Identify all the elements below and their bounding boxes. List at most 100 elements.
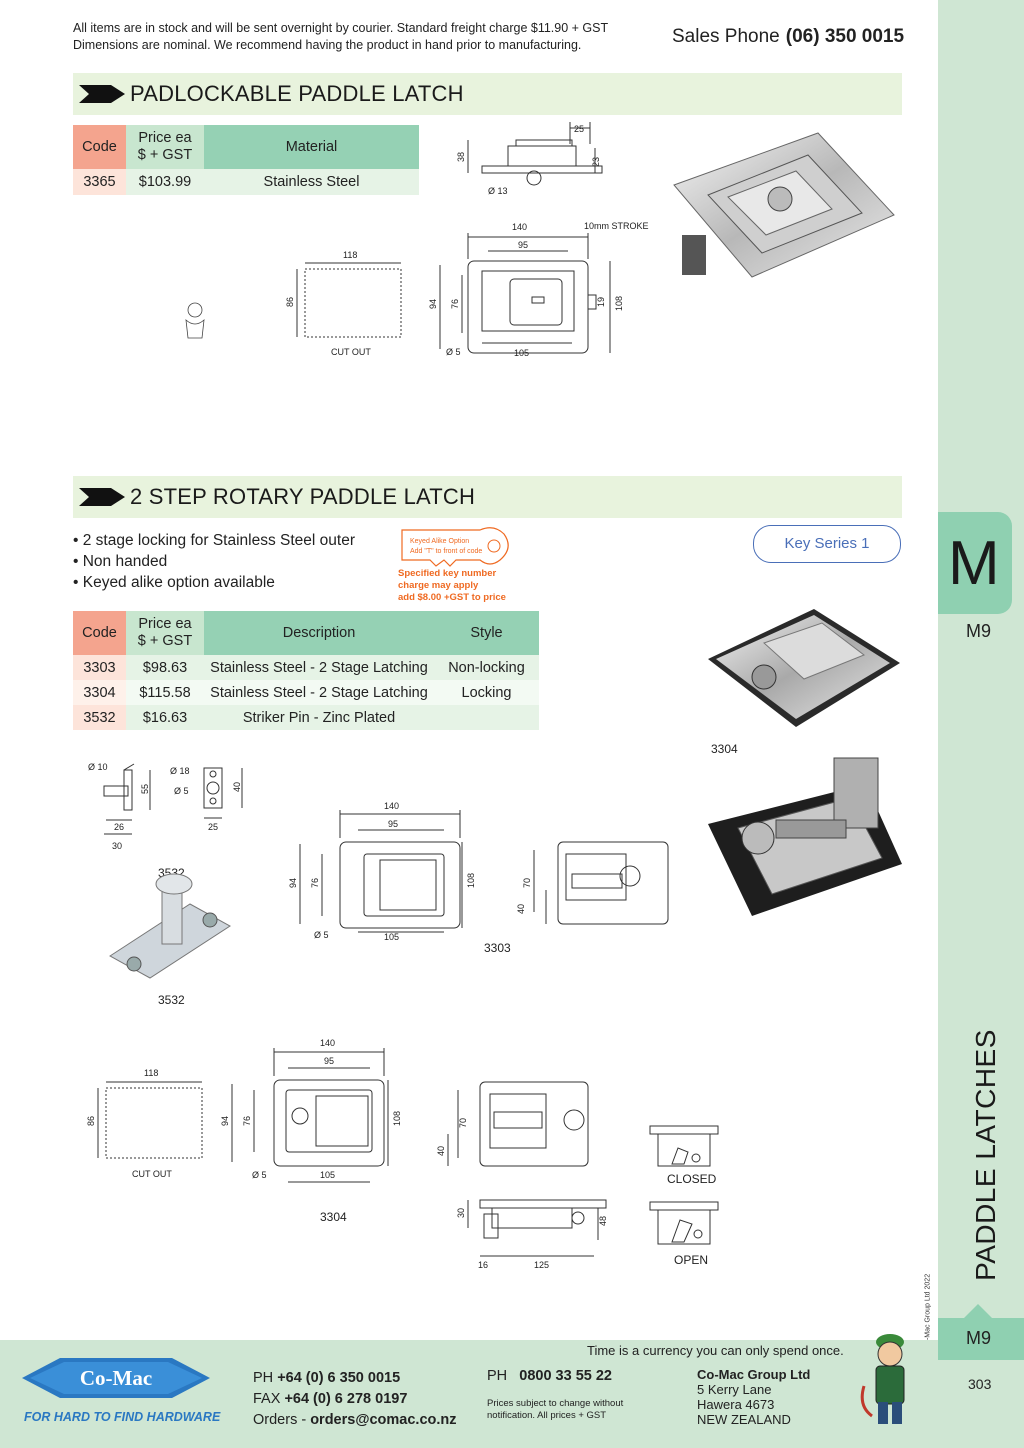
svg-text:Ø 5: Ø 5 [174, 786, 189, 796]
svg-text:76: 76 [450, 299, 460, 309]
svg-text:125: 125 [534, 1260, 549, 1270]
table-row[interactable]: 3365 $103.99 Stainless Steel [73, 169, 419, 195]
col-code: Code [73, 125, 126, 169]
svg-text:16: 16 [478, 1260, 488, 1270]
col-style: Style [434, 611, 539, 655]
svg-text:Co-Mac: Co-Mac [80, 1366, 152, 1390]
sales-phone[interactable]: Sales Phone(06) 350 0015 [672, 26, 904, 48]
svg-text:Keyed Alike Option: Keyed Alike Option [410, 538, 469, 545]
open-state-drawing [649, 1201, 719, 1245]
key-note: Specified key number charge may apply ad… [398, 568, 506, 603]
row-code: 3365 [73, 169, 126, 195]
cutout-drawing-1: 118 86 CUT OUT [285, 250, 402, 357]
section1-title-band: PADLOCKABLE PADDLE LATCH [73, 73, 902, 115]
svg-text:Ø 5: Ø 5 [446, 347, 461, 357]
svg-text:94: 94 [220, 1116, 230, 1126]
col-material: Material [204, 125, 419, 169]
svg-text:94: 94 [428, 299, 438, 309]
svg-text:CUT OUT: CUT OUT [331, 347, 371, 357]
svg-text:Ø 13: Ø 13 [488, 186, 508, 196]
table-row[interactable]: 3532 $16.63 Striker Pin - Zinc Plated [73, 705, 539, 730]
rotary-latch-rear-photo [708, 757, 902, 916]
svg-text:40: 40 [436, 1146, 446, 1156]
small-mark-icon [185, 302, 205, 339]
key-tag-icon: Keyed Alike Option Add "T" to front of c… [401, 527, 509, 567]
svg-text:38: 38 [456, 152, 466, 162]
comac-logo[interactable]: Co-Mac [22, 1352, 210, 1408]
svg-text:40: 40 [516, 904, 526, 914]
key-series-button[interactable]: Key Series 1 [753, 525, 901, 563]
svg-text:118: 118 [343, 250, 357, 260]
svg-text:Add "T" to front of code: Add "T" to front of code [410, 548, 482, 555]
svg-text:86: 86 [285, 297, 295, 307]
caption-closed: CLOSED [667, 1172, 717, 1186]
front-view-drawing-3303: 140 95 94 76 108 Ø 5 105 [288, 801, 476, 942]
striker-pin-photo [109, 873, 231, 979]
svg-text:95: 95 [324, 1056, 334, 1066]
svg-text:25: 25 [208, 822, 218, 832]
svg-text:Ø 10: Ø 10 [88, 762, 108, 772]
sales-label: Sales Phone [672, 26, 780, 47]
footer-quote: Time is a currency you can only spend on… [587, 1343, 844, 1358]
sidebar [938, 0, 1024, 1340]
svg-text:26: 26 [114, 822, 124, 832]
sales-number[interactable]: (06) 350 0015 [785, 26, 905, 47]
table-row[interactable]: 3304 $115.58 Stainless Steel - 2 Stage L… [73, 680, 539, 705]
svg-text:86: 86 [86, 1116, 96, 1126]
logo-tagline: FOR HARD TO FIND HARDWARE [24, 1410, 221, 1424]
rotary-latch-photo-3304 [708, 609, 900, 727]
caption-open: OPEN [674, 1253, 709, 1267]
feature-list: • 2 stage locking for Stainless Steel ou… [73, 530, 355, 593]
svg-text:95: 95 [518, 240, 528, 250]
svg-text:118: 118 [144, 1068, 158, 1078]
section1-price-table: Code Price ea$ + GST Material 3365 $103.… [73, 125, 419, 195]
svg-text:108: 108 [392, 1111, 402, 1126]
list-item: • Non handed [73, 553, 168, 570]
col-description: Description [204, 611, 434, 655]
section-letter: M [948, 529, 1000, 598]
table-row[interactable]: 3303 $98.63 Stainless Steel - 2 Stage La… [73, 655, 539, 680]
svg-text:55: 55 [140, 784, 150, 794]
mascot-icon [860, 1334, 905, 1424]
padlockable-latch-photo [673, 132, 895, 278]
svg-text:Ø 18: Ø 18 [170, 766, 190, 776]
caption-pin-3532-b: 3532 [158, 993, 185, 1007]
orders-line[interactable]: Orders - orders@comac.co.nz [253, 1412, 457, 1428]
rear-view-drawing-3303: 70 40 [516, 841, 669, 925]
svg-text:140: 140 [512, 222, 527, 232]
svg-text:48: 48 [598, 1216, 608, 1226]
svg-text:76: 76 [310, 878, 320, 888]
svg-text:105: 105 [320, 1170, 335, 1180]
svg-text:76: 76 [242, 1116, 252, 1126]
section2-title-band: 2 STEP ROTARY PADDLE LATCH [73, 476, 902, 518]
side-view-drawing: 25 38 23 Ø 13 [456, 122, 603, 196]
svg-text:10mm STROKE: 10mm STROKE [584, 221, 649, 231]
freephone-line[interactable]: PH 0800 33 55 22 [487, 1368, 612, 1384]
svg-text:40: 40 [232, 782, 242, 792]
notice-line-2: Dimensions are nominal. We recommend hav… [73, 38, 582, 52]
col-code: Code [73, 611, 126, 655]
fax-line: FAX +64 (0) 6 278 0197 [253, 1391, 408, 1407]
svg-text:94: 94 [288, 878, 298, 888]
svg-text:19: 19 [596, 297, 606, 307]
svg-text:105: 105 [514, 348, 529, 358]
col-price: Price ea$ + GST [126, 125, 204, 169]
svg-text:140: 140 [384, 801, 399, 811]
section2-price-table: Code Price ea$ + GST Description Style 3… [73, 611, 539, 730]
svg-text:30: 30 [112, 841, 122, 851]
section-letter-tab[interactable]: M [938, 512, 1012, 614]
chevron-arrow-icon [79, 488, 125, 506]
top-view-drawing: 140 95 10mm STROKE 94 76 19 108 Ø 5 105 [428, 221, 649, 358]
col-price: Price ea$ + GST [126, 611, 204, 655]
caption-3304: 3304 [320, 1210, 347, 1224]
category-label: PADDLE LATCHES [970, 1029, 1001, 1281]
phone-line[interactable]: PH +64 (0) 6 350 0015 [253, 1370, 401, 1386]
svg-text:108: 108 [614, 296, 624, 311]
svg-text:70: 70 [458, 1118, 468, 1128]
striker-pin-drawing: Ø 10 55 26 30 Ø 18 Ø 5 40 25 [88, 762, 243, 851]
list-item: • 2 stage locking for Stainless Steel ou… [73, 532, 355, 549]
svg-text:CUT OUT: CUT OUT [132, 1169, 172, 1179]
company-address: Co-Mac Group Ltd 5 Kerry Lane Hawera 467… [697, 1367, 811, 1427]
svg-text:140: 140 [320, 1038, 335, 1048]
svg-text:Ø 5: Ø 5 [314, 930, 329, 940]
